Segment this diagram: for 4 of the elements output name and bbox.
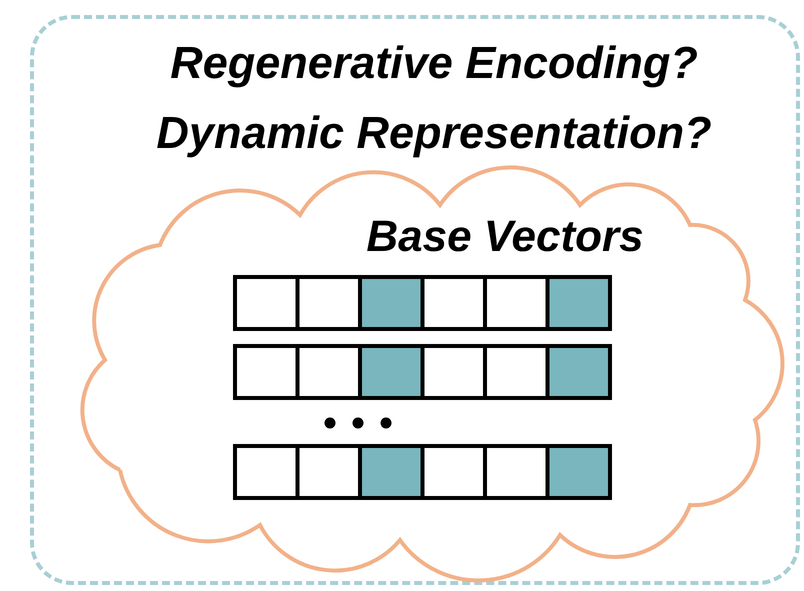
heading-text: Dynamic Representation? — [156, 107, 712, 159]
heading-text: Regenerative Encoding? — [170, 37, 698, 89]
dashed-group-box — [30, 15, 800, 585]
cloud-heading: Base Vectors — [366, 212, 644, 262]
